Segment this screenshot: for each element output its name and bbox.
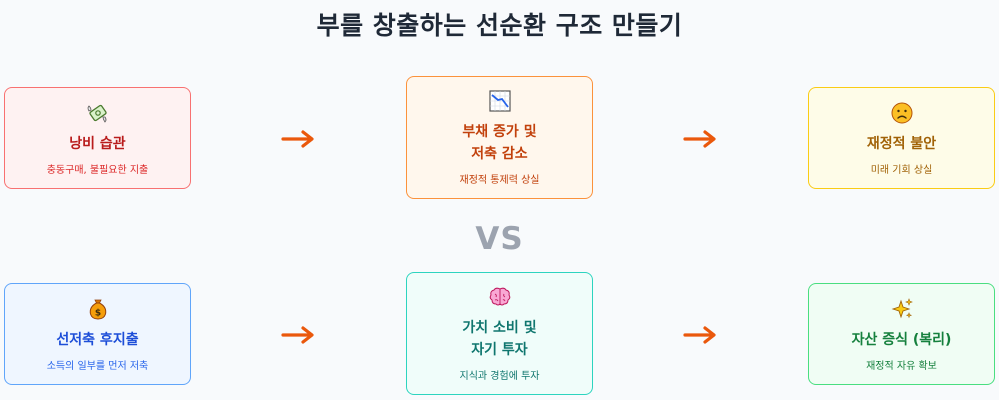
svg-text:$: $ (94, 308, 100, 318)
step-save-first: $ 선저축 후지출 소득의 일부를 먼저 저축 (4, 283, 191, 385)
sparkles-icon (891, 297, 913, 318)
step-asset-growth: 자산 증식 (복리) 재정적 자유 확보 (808, 283, 995, 385)
step-subtext: 미래 기회 상실 (870, 164, 933, 176)
step-label: 부채 증가 및 저축 감소 (462, 124, 537, 162)
page-title: 부를 창출하는 선순환 구조 만들기 (316, 11, 683, 40)
brain-icon (489, 287, 510, 306)
step-waste-habit: 낭비 습관 충동구매, 불필요한 지출 (4, 87, 191, 189)
step-label: 가치 소비 및 자기 투자 (462, 320, 537, 358)
arrow-right-icon (683, 326, 716, 344)
versus-label: VS (475, 221, 524, 257)
step-debt-increase: 부채 증가 및 저축 감소 재정적 통제력 상실 (406, 76, 593, 199)
step-subtext: 지식과 경험에 투자 (459, 371, 540, 382)
step-financial-anxiety: 재정적 불안 미래 기회 상실 (808, 87, 995, 189)
step-subtext: 소득의 일부를 먼저 저축 (46, 360, 149, 372)
worried-face-icon (891, 102, 912, 123)
money-bag-icon: $ (89, 299, 106, 320)
step-label: 재정적 불안 (866, 135, 937, 152)
step-label: 낭비 습관 (69, 135, 126, 152)
step-subtext: 재정적 자유 확보 (866, 360, 937, 372)
arrow-right-icon (281, 130, 314, 148)
arrow-right-icon (281, 326, 314, 344)
step-subtext: 충동구매, 불필요한 지출 (46, 164, 149, 176)
chart-decreasing-icon (488, 90, 511, 112)
arrow-right-icon (683, 130, 716, 148)
step-value-spending: 가치 소비 및 자기 투자 지식과 경험에 투자 (406, 272, 593, 395)
step-subtext: 재정적 통제력 상실 (459, 175, 540, 186)
step-label: 자산 증식 (복리) (851, 331, 952, 348)
step-label: 선저축 후지출 (56, 331, 139, 348)
money-with-wings-icon (87, 104, 107, 123)
